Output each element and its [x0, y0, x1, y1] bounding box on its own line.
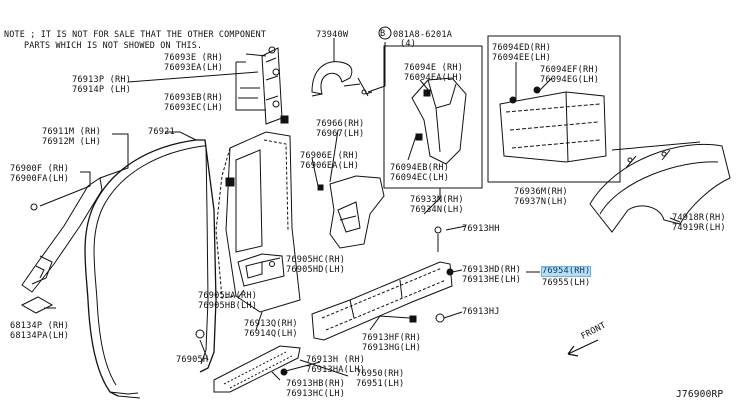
- part-76093EA[interactable]: 76093EA(LH): [164, 63, 224, 73]
- part-76094EB[interactable]: 76094EB(RH): [390, 163, 450, 173]
- part-76905HB[interactable]: 76905HB(LH): [198, 301, 258, 311]
- part-76913HC[interactable]: 76913HC(LH): [286, 389, 346, 399]
- part-76955[interactable]: 76955(LH): [542, 278, 591, 288]
- part-76913HJ[interactable]: 76913HJ: [462, 307, 500, 317]
- door-weatherstrip: [84, 139, 197, 397]
- part-76094ED[interactable]: 76094ED(RH): [492, 43, 552, 53]
- part-76913HG[interactable]: 76913HG(LH): [362, 343, 422, 353]
- part-68134P[interactable]: 68134P (RH): [10, 321, 70, 331]
- note-line-2: PARTS WHICH IS NOT SHOWED ON THIS.: [24, 40, 203, 50]
- part-76913HF[interactable]: 76913HF(RH): [362, 333, 422, 343]
- quarter-trim: [329, 175, 385, 249]
- part-76967[interactable]: 76967(LH): [316, 129, 365, 139]
- bolt-symbol: B: [380, 29, 386, 39]
- part-76913Q[interactable]: 76913Q(RH): [244, 319, 298, 329]
- part-76937N[interactable]: 76937N(LH): [514, 197, 568, 207]
- part-081A8-qty: (4): [400, 39, 417, 49]
- part-76094E[interactable]: 76094E (RH): [404, 63, 464, 73]
- pad-68134: [20, 296, 54, 314]
- c-pillar-upper: [411, 77, 467, 165]
- part-76905HC[interactable]: 76905HC(RH): [286, 255, 346, 265]
- part-68134PA[interactable]: 68134PA(LH): [10, 331, 70, 341]
- grab-handle: [311, 61, 353, 95]
- part-76094EE[interactable]: 76094EE(LH): [492, 53, 552, 63]
- a-pillar-trim: [21, 177, 103, 293]
- b-pillar-lower: [225, 131, 301, 313]
- part-76913HB[interactable]: 76913HB(RH): [286, 379, 346, 389]
- part-76951[interactable]: 76951(LH): [356, 379, 405, 389]
- part-76950[interactable]: 76950(RH): [356, 369, 405, 379]
- part-76093E[interactable]: 76093E (RH): [164, 53, 224, 63]
- part-76900F[interactable]: 76900F (RH): [10, 164, 70, 174]
- front-arrow: [567, 339, 599, 357]
- part-76913HA[interactable]: 76913HA(LH): [306, 365, 366, 375]
- part-76906EA[interactable]: 76906EA(LH): [300, 161, 360, 171]
- part-74919R[interactable]: 74919R(LH): [672, 223, 726, 233]
- part-76094EA[interactable]: 76094EA(LH): [404, 73, 464, 83]
- part-76914P[interactable]: 76914P (LH): [72, 85, 132, 95]
- part-76905HA[interactable]: 76905HA(RH): [198, 291, 258, 301]
- part-76093EB[interactable]: 76093EB(RH): [164, 93, 224, 103]
- part-76913HE[interactable]: 76913HE(LH): [462, 275, 522, 285]
- part-081A8[interactable]: 081A8-6201A: [393, 30, 453, 40]
- part-76094EG[interactable]: 76094EG(LH): [540, 75, 600, 85]
- part-76913HH[interactable]: 76913HH: [462, 224, 500, 234]
- part-76914Q[interactable]: 76914Q(LH): [244, 329, 298, 339]
- part-76921[interactable]: 76921: [148, 127, 175, 137]
- wheelhouse-trim: [589, 143, 731, 233]
- part-76936M[interactable]: 76936M(RH): [514, 187, 568, 197]
- part-76911M[interactable]: 76911M (RH): [42, 127, 102, 137]
- part-76934N[interactable]: 76934N(LH): [410, 205, 464, 215]
- part-76905HD[interactable]: 76905HD(LH): [286, 265, 346, 275]
- part-76913P[interactable]: 76913P (RH): [72, 75, 132, 85]
- note-line-1: NOTE ; IT IS NOT FOR SALE THAT THE OTHER…: [4, 29, 267, 39]
- part-76094EF[interactable]: 76094EF(RH): [540, 65, 600, 75]
- part-76913H[interactable]: 76913H (RH): [306, 355, 366, 365]
- part-76094EC[interactable]: 76094EC(LH): [390, 173, 450, 183]
- part-76966[interactable]: 76966(RH): [316, 119, 365, 129]
- kick-plate-front: [213, 345, 301, 393]
- part-76906E[interactable]: 76906E (RH): [300, 151, 360, 161]
- part-76093EC[interactable]: 76093EC(LH): [164, 103, 224, 113]
- rear-pillar-trim: [499, 91, 607, 163]
- part-76913HD[interactable]: 76913HD(RH): [462, 265, 522, 275]
- part-76954-highlighted[interactable]: 76954(RH): [540, 266, 592, 277]
- part-76933N[interactable]: 76933N(RH): [410, 195, 464, 205]
- part-73940W[interactable]: 73940W: [316, 30, 349, 40]
- step-trim-rear: [311, 261, 453, 341]
- part-76900FA[interactable]: 76900FA(LH): [10, 174, 70, 184]
- part-74918R[interactable]: 74918R(RH): [672, 213, 726, 223]
- part-76912M[interactable]: 76912M (LH): [42, 137, 102, 147]
- part-76905H[interactable]: 76905H: [176, 355, 209, 365]
- diagram-code: J76900RP: [676, 389, 724, 400]
